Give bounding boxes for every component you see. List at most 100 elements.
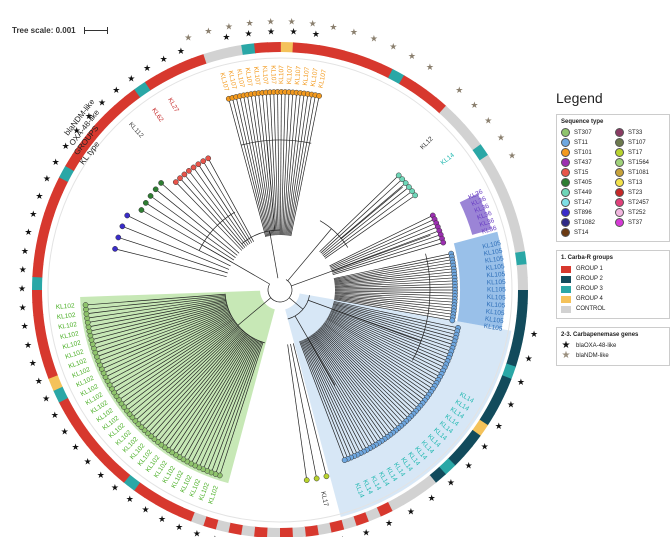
- oxa48-star: ★: [289, 27, 297, 37]
- oxa48-star: ★: [211, 534, 219, 537]
- tree-branch: [124, 226, 230, 270]
- tree-branch: [181, 179, 244, 250]
- tree-branch: [329, 314, 442, 371]
- ndm-star: ★: [309, 18, 317, 28]
- group-ring-segment: [439, 105, 456, 123]
- oxa48-star: ★: [112, 85, 120, 95]
- group-item: GROUP 3: [561, 284, 665, 294]
- group-ring-segment: [123, 474, 141, 491]
- group-ring-segment: [203, 50, 220, 64]
- tree-branch: [321, 325, 417, 408]
- tree-branch: [313, 332, 393, 432]
- group-ring-segment: [376, 63, 394, 79]
- tree-branch: [184, 337, 254, 458]
- tree-branch: [290, 97, 320, 237]
- group-ring-segment: [353, 54, 370, 69]
- sequence-type-swatch: [561, 158, 570, 167]
- kl-type-label: KL107: [294, 65, 303, 85]
- tree-branch: [317, 330, 403, 423]
- leaf-node: [142, 200, 149, 206]
- tree-branch: [323, 192, 411, 258]
- group-ring-segment: [133, 482, 151, 498]
- ndm-star: ★: [184, 33, 192, 43]
- sequence-type-item: ST33: [615, 128, 665, 137]
- tree-connector: [241, 139, 312, 146]
- sequence-type-item: ST15: [561, 168, 611, 177]
- group-ring-segment: [78, 429, 96, 447]
- group-ring-segment: [502, 201, 517, 218]
- sequence-type-label: ST101: [574, 149, 592, 156]
- tree-branch: [254, 95, 274, 236]
- tree-branch: [287, 95, 308, 236]
- oxa48-star: ★: [362, 528, 370, 537]
- sequence-type-label: ST23: [628, 189, 643, 196]
- oxa48-star: ★: [97, 470, 105, 480]
- sequence-type-item: ST37: [615, 218, 665, 227]
- group-ring-segment: [479, 409, 495, 426]
- tree-branch: [332, 305, 453, 342]
- sequence-type-label: ST15: [574, 169, 589, 176]
- group-ring-segment: [399, 75, 416, 91]
- sequence-type-heading: Sequence type: [561, 119, 604, 125]
- group-ring-segment: [376, 502, 393, 517]
- group-ring-segment: [329, 47, 346, 61]
- tree-branch: [332, 304, 454, 338]
- ndm-star: ★: [329, 22, 337, 32]
- sequence-type-swatch: [615, 148, 624, 157]
- group-ring-segment: [64, 408, 81, 426]
- tree-branch: [332, 307, 451, 348]
- kl-type-label: KL105: [487, 287, 506, 294]
- sequence-type-swatch: [615, 188, 624, 197]
- tree-branch: [90, 300, 227, 327]
- leaf-node: [172, 179, 179, 185]
- oxa48-star: ★: [62, 141, 70, 151]
- tree-branch: [155, 331, 245, 438]
- sequence-type-swatch: [561, 138, 570, 147]
- tree-branch: [158, 332, 246, 441]
- tree-branch: [142, 328, 242, 427]
- group-item: GROUP 1: [561, 264, 665, 274]
- tree-branch: [111, 316, 233, 385]
- leaf-node: [205, 155, 212, 162]
- group-ring-segment: [35, 237, 48, 253]
- leaf-node: [158, 180, 164, 186]
- group-ring-segment: [33, 250, 46, 266]
- group-ring-segment: [44, 200, 59, 217]
- group-swatch: [561, 275, 571, 283]
- tree-branch: [269, 94, 278, 236]
- leaf-node: [147, 193, 154, 199]
- tree-branch: [306, 337, 370, 447]
- tree-branch: [288, 96, 312, 236]
- ndm-star: ★: [470, 100, 478, 110]
- kl-type-label: KL105: [484, 316, 504, 326]
- sequence-type-label: ST896: [574, 209, 592, 216]
- group-ring-segment: [292, 42, 307, 54]
- oxa48-star: ★: [495, 421, 503, 431]
- kl-type-label: KL107: [252, 66, 261, 86]
- kl-type-label: KL107: [318, 69, 329, 89]
- sequence-type-item: ST896: [561, 208, 611, 217]
- tree-branch: [145, 329, 243, 430]
- sequence-type-item: ST252: [615, 208, 665, 217]
- tree-branch: [286, 95, 305, 236]
- sequence-type-label: ST33: [628, 129, 643, 136]
- group-ring-segment: [72, 143, 88, 161]
- oxa48-star: ★: [517, 377, 525, 387]
- leaf-node: [323, 473, 330, 480]
- label-ring: [47, 57, 513, 523]
- group-ring-segment: [280, 42, 294, 53]
- group-ring-segment: [509, 225, 523, 242]
- tree-branch: [172, 335, 250, 451]
- sequence-type-swatch: [561, 218, 570, 227]
- oxa48-star: ★: [385, 518, 393, 528]
- group-ring-segment: [43, 362, 58, 379]
- sequence-type-item: ST13: [615, 178, 665, 187]
- group-ring-segment: [340, 516, 357, 530]
- sequence-type-swatch: [615, 128, 624, 137]
- oxa48-star: ★: [73, 126, 81, 136]
- sequence-type-swatch: [561, 198, 570, 207]
- leaf-node: [303, 477, 310, 483]
- leaf-node: [119, 223, 126, 230]
- kl-type-label: KL105: [483, 247, 503, 257]
- genes-list: ★blaOXA-48-like★blaNDM-like: [561, 341, 665, 361]
